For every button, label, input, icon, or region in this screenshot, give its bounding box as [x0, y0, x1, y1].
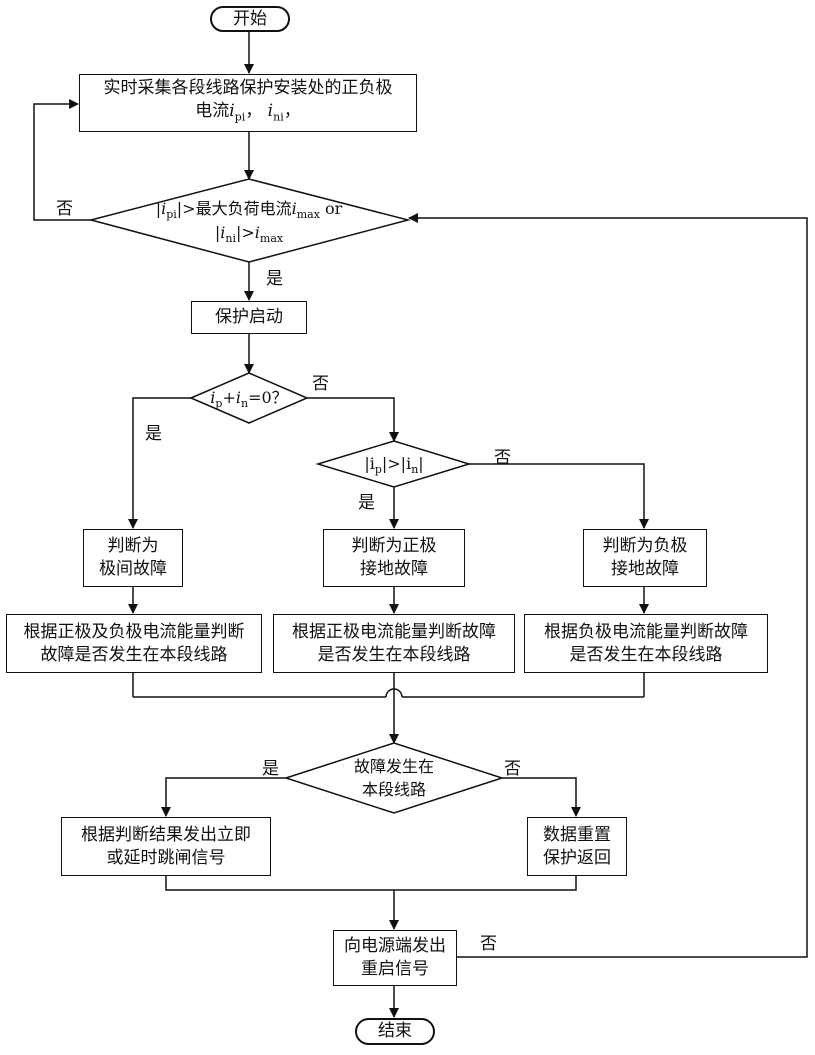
judge-pole-box: 判断为 极间故障 [83, 529, 183, 587]
reset-line1: 数据重置 [543, 824, 611, 847]
collect-box: 实时采集各段线路保护安装处的正负极 电流ipi， ini， [79, 74, 417, 132]
judge-neg-box: 判断为负极 接地故障 [583, 529, 707, 587]
end-terminal: 结束 [355, 1018, 435, 1045]
label-restart-no: 否 [480, 933, 497, 955]
energy-pos-line2: 是否发生在本段线路 [318, 644, 471, 667]
trip-line1: 根据判断结果发出立即 [81, 824, 251, 847]
trip-box: 根据判断结果发出立即 或延时跳闸信号 [61, 817, 271, 876]
trip-line2: 或延时跳闸信号 [107, 847, 226, 870]
collect-ip-sub: pi [235, 111, 246, 124]
energy-neg-box: 根据负极电流能量判断故障 是否发生在本段线路 [524, 614, 768, 673]
collect-line2: 电流ipi， ini， [195, 100, 300, 128]
merge-line-trip-reset [166, 875, 576, 890]
judge-pole-line1: 判断为 [108, 535, 159, 558]
collect-line1: 实时采集各段线路保护安装处的正负极 [104, 77, 393, 100]
arrow-decision3-no [469, 464, 644, 528]
judge-neg-line2: 接地故障 [611, 558, 679, 581]
label-decision3-no: 否 [494, 447, 511, 469]
d3-a: |i [364, 454, 375, 473]
judge-pos-line2: 接地故障 [360, 558, 428, 581]
restart-line2: 重启信号 [361, 958, 429, 981]
decision2-text: ip+in=0？ [199, 387, 299, 415]
restart-line1: 向电源端发出 [344, 935, 446, 958]
d2-plus: + [222, 388, 235, 407]
energy-both-line1: 根据正极及负极电流能量判断 [24, 621, 245, 644]
d3-b: |>|i [382, 454, 411, 473]
d3-ip-sub: p [375, 463, 382, 476]
d1-imax-sub: max [297, 208, 320, 221]
protect-start-box: 保护启动 [191, 301, 307, 334]
energy-both-line2: 故障是否发生在本段线路 [41, 644, 228, 667]
label-decision2-no: 否 [312, 373, 329, 395]
d1-e: |> [236, 223, 255, 242]
d1-imax2-sub: max [260, 232, 283, 245]
protect-start-label: 保护启动 [215, 306, 283, 329]
start-terminal: 开始 [210, 6, 290, 32]
arrow-decision2-no [307, 398, 394, 441]
d1-c: or [320, 199, 342, 218]
label-decision2-yes: 是 [145, 423, 162, 445]
energy-neg-line2: 是否发生在本段线路 [570, 644, 723, 667]
label-decision4-no: 否 [504, 758, 521, 780]
energy-both-box: 根据正极及负极电流能量判断 故障是否发生在本段线路 [6, 614, 262, 673]
collect-prefix: 电流 [195, 101, 229, 121]
reset-box: 数据重置 保护返回 [527, 817, 627, 876]
label-decision1-yes: 是 [266, 268, 283, 290]
collect-suffix: ， [284, 101, 301, 121]
d1-ini-sub: ni [225, 232, 236, 245]
d1-ipi-sub: pi [166, 208, 177, 221]
decision4-line2: 本段线路 [334, 779, 454, 801]
energy-pos-line1: 根据正极电流能量判断故障 [292, 621, 496, 644]
label-decision4-yes: 是 [262, 758, 279, 780]
d3-c: | [418, 454, 423, 473]
decision4-line1: 故障发生在 [334, 756, 454, 778]
d1-b: |>最大负荷电流 [177, 199, 292, 218]
energy-neg-line1: 根据负极电流能量判断故障 [544, 621, 748, 644]
restart-box: 向电源端发出 重启信号 [333, 930, 457, 986]
decision1-line2: |ini|>imax [199, 222, 299, 250]
decision3-text: |ip|>|in| [344, 453, 444, 481]
collect-sep: ， [245, 101, 267, 121]
energy-pos-box: 根据正极电流能量判断故障 是否发生在本段线路 [273, 614, 515, 673]
judge-neg-line1: 判断为负极 [603, 535, 688, 558]
judge-pole-line2: 极间故障 [99, 558, 167, 581]
arrow-decision2-yes [133, 398, 191, 528]
judge-pos-line1: 判断为正极 [352, 535, 437, 558]
label-decision1-no: 否 [56, 198, 73, 220]
collect-in-sub: ni [273, 111, 284, 124]
arrow-decision4-yes [166, 778, 286, 816]
decision4-diamond [286, 743, 502, 813]
arrow-decision4-no [502, 778, 576, 816]
judge-pos-box: 判断为正极 接地故障 [323, 529, 465, 587]
label-decision3-yes: 是 [358, 492, 375, 514]
d2-eq: =0？ [248, 388, 288, 407]
end-label: 结束 [378, 1020, 412, 1043]
start-label: 开始 [233, 8, 267, 31]
reset-line2: 保护返回 [543, 847, 611, 870]
